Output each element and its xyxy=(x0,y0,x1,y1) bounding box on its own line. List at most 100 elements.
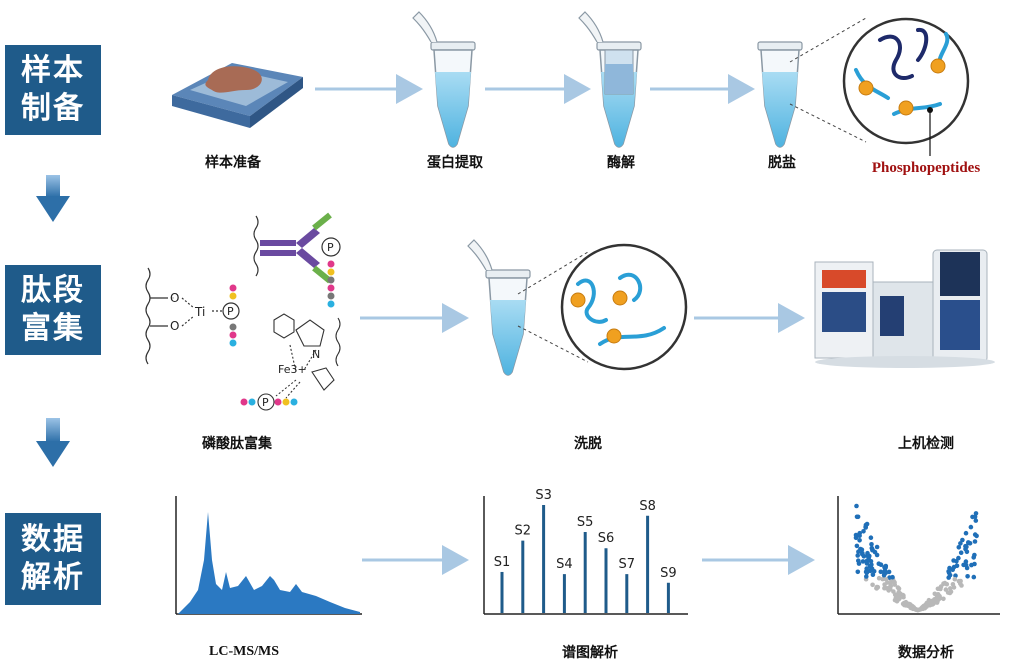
volcano-plot xyxy=(837,496,1000,615)
volcano-point xyxy=(853,535,859,541)
volcano-point xyxy=(855,553,860,558)
step-label: 样本准备 xyxy=(205,155,261,171)
volcano-point xyxy=(883,563,889,569)
volcano-point xyxy=(868,535,874,540)
volcano-point xyxy=(932,597,937,602)
p-label: P xyxy=(262,396,269,409)
fe-label: Fe3+ xyxy=(278,363,307,376)
antibody-structure xyxy=(253,212,341,308)
volcano-point xyxy=(869,566,875,572)
volcano-point xyxy=(948,586,953,591)
volcano-point xyxy=(854,543,860,549)
stage-box-enrichment: 肽段 富集 xyxy=(5,265,101,355)
volcano-point xyxy=(956,545,962,550)
volcano-point xyxy=(966,540,971,545)
volcano-point xyxy=(874,544,880,550)
volcano-point xyxy=(892,592,898,597)
elution-tube-icon xyxy=(467,239,531,376)
desalting-tube-icon xyxy=(757,41,803,148)
volcano-point xyxy=(878,562,884,567)
fe-imac-structure xyxy=(257,313,341,411)
volcano-point xyxy=(855,514,861,520)
volcano-point xyxy=(901,594,906,600)
stage-line2: 制备 xyxy=(21,91,85,126)
spectrum-peak-label: S3 xyxy=(535,488,552,503)
volcano-point xyxy=(958,550,964,555)
spectrum-peak-label: S7 xyxy=(619,557,636,572)
down-arrow-2 xyxy=(36,418,70,467)
p-label: P xyxy=(327,241,334,254)
volcano-point xyxy=(963,559,969,564)
digestion-tube-icon xyxy=(578,11,642,148)
volcano-point xyxy=(965,574,970,579)
volcano-point xyxy=(950,582,956,587)
volcano-point xyxy=(916,607,921,613)
volcano-point xyxy=(943,587,949,592)
volcano-point xyxy=(863,524,868,530)
volcano-point xyxy=(860,552,865,557)
ti-chelation-structure xyxy=(145,267,240,365)
volcano-point xyxy=(960,537,965,543)
volcano-point xyxy=(869,542,874,547)
volcano-point xyxy=(929,602,935,607)
volcano-point xyxy=(874,552,880,558)
volcano-point xyxy=(952,576,958,582)
n-label: N xyxy=(312,348,320,361)
volcano-point xyxy=(863,569,869,575)
stage-line2: 解析 xyxy=(21,560,85,595)
volcano-point xyxy=(870,582,875,588)
down-arrow-1 xyxy=(36,175,70,222)
volcano-point xyxy=(926,599,931,605)
volcano-point xyxy=(971,574,977,580)
volcano-point xyxy=(855,569,861,575)
step-label: LC-MS/MS xyxy=(209,644,279,659)
step-label: 磷酸肽富集 xyxy=(202,436,272,452)
phosphopeptide-magnifier xyxy=(842,17,970,156)
stage-line2: 富集 xyxy=(21,311,85,346)
mass-spectrometer-icon xyxy=(814,249,995,368)
volcano-point xyxy=(854,503,859,509)
volcano-point xyxy=(953,573,958,578)
volcano-point xyxy=(876,575,882,581)
volcano-point xyxy=(968,524,974,530)
spectrum-peak-label: S8 xyxy=(639,499,656,514)
stage-line1: 肽段 xyxy=(21,273,85,308)
volcano-point xyxy=(856,549,861,554)
volcano-point xyxy=(901,600,907,606)
volcano-point xyxy=(887,586,893,592)
volcano-point xyxy=(874,586,879,591)
volcano-point xyxy=(870,547,875,553)
bead-chain xyxy=(240,398,298,406)
step-label: 上机检测 xyxy=(898,436,954,452)
volcano-point xyxy=(856,558,861,563)
volcano-point xyxy=(954,563,960,569)
volcano-point xyxy=(958,581,963,586)
volcano-point xyxy=(934,600,940,605)
spectrum-peak-label: S4 xyxy=(556,557,573,572)
stage-line1: 样本 xyxy=(21,53,85,88)
volcano-point xyxy=(961,562,966,568)
volcano-point xyxy=(885,580,890,585)
volcano-point xyxy=(963,546,968,552)
volcano-point xyxy=(864,574,869,579)
volcano-point xyxy=(896,590,902,595)
volcano-point xyxy=(861,529,866,534)
volcano-point xyxy=(938,585,943,591)
volcano-point xyxy=(941,581,946,587)
volcano-point xyxy=(881,572,887,578)
volcano-point xyxy=(973,518,979,523)
volcano-point xyxy=(971,555,976,560)
spectrum-peak-label: S5 xyxy=(577,515,594,530)
step-label: 脱盐 xyxy=(768,155,796,171)
spectrum-peak-label: S2 xyxy=(515,524,532,539)
volcano-point xyxy=(972,532,978,537)
step-label: 谱图解析 xyxy=(562,645,618,661)
svg-text:O: O xyxy=(170,319,179,333)
volcano-point xyxy=(860,559,866,564)
stage-box-data-analysis: 数据 解析 xyxy=(5,513,101,605)
volcano-point xyxy=(954,559,959,564)
volcano-point xyxy=(958,541,963,546)
volcano-point xyxy=(937,593,942,599)
